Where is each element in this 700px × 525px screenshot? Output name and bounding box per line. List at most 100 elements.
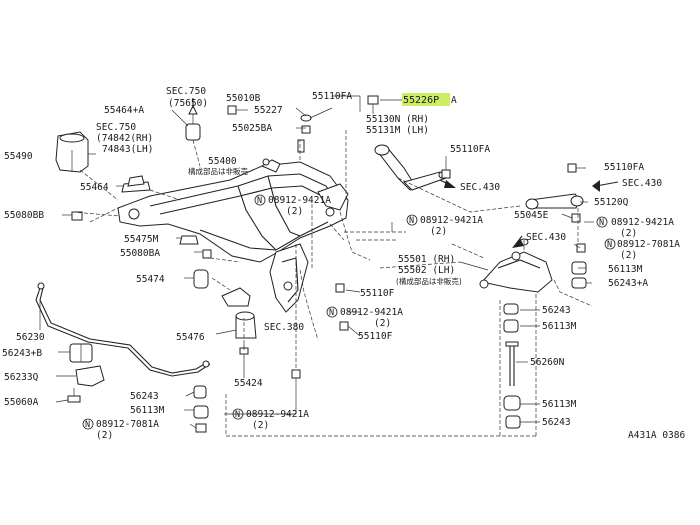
label-55476[interactable]: 55476 — [176, 332, 205, 343]
bushing-56243-stack[interactable] — [503, 303, 519, 315]
n-symbol-b1 — [82, 418, 94, 430]
label-55080bb[interactable]: 55080BB — [4, 210, 44, 221]
label-55110fa-right[interactable]: 55110FA — [604, 162, 644, 173]
dashed-lines — [71, 130, 593, 437]
bushing-56243-bottom[interactable] — [193, 385, 207, 399]
label-56233q[interactable]: 56233Q — [4, 372, 39, 383]
label-55226p[interactable]: 55226P — [403, 95, 439, 106]
diagram-code: A431A 0386 — [628, 430, 685, 441]
bushing-56113m-bottom[interactable] — [193, 405, 209, 419]
nut-55080bb[interactable] — [71, 211, 83, 221]
label-55110f-b[interactable]: 55110F — [358, 331, 393, 342]
label-55110fa-top[interactable]: 55110FA — [312, 91, 352, 102]
label-55131m[interactable]: 55131M (LH) — [366, 125, 429, 136]
bushing-56113m-r3[interactable] — [503, 395, 521, 411]
arrow-sec430-b — [592, 180, 619, 192]
label-55110fa-mid[interactable]: 55110FA — [450, 144, 490, 155]
subframe-55400[interactable] — [117, 158, 349, 313]
n-letter-c: N — [409, 216, 414, 226]
label-sec430-a[interactable]: SEC.430 — [460, 182, 500, 193]
label-55424[interactable]: 55424 — [234, 378, 263, 389]
label-55464[interactable]: 55464 — [80, 182, 109, 193]
label-08912-9421a-m[interactable]: 08912-9421A — [268, 195, 331, 206]
label-sec750-b[interactable]: SEC.750 — [96, 122, 136, 133]
lower-arm-55501[interactable] — [479, 238, 553, 293]
n-letter-m: N — [257, 196, 262, 206]
label-55227[interactable]: 55227 — [254, 105, 283, 116]
label-55130n[interactable]: 55130N (RH) — [366, 114, 429, 125]
label-55045e[interactable]: 55045E — [514, 210, 549, 221]
label-56113m-r2[interactable]: 56113M — [542, 321, 577, 332]
label-56243-r[interactable]: 56243 — [542, 305, 571, 316]
bolt-55060a[interactable] — [67, 388, 81, 403]
bolt-55110fa-mid[interactable] — [441, 169, 451, 179]
label-sec380[interactable]: SEC.380 — [264, 322, 304, 333]
label-56230[interactable]: 56230 — [16, 332, 45, 343]
n-symbol-r1 — [596, 216, 608, 228]
bushing-56113m-stack[interactable] — [503, 319, 519, 333]
label-08912-9421a-c[interactable]: 08912-9421A — [420, 215, 483, 226]
leader-lines — [39, 95, 594, 429]
bushing-55476[interactable] — [235, 311, 257, 339]
label-08912-7081a-r[interactable]: 08912-7081A — [617, 239, 680, 250]
label-56113m-r1[interactable]: 56113M — [608, 264, 643, 275]
label-08912-9421a-b[interactable]: 08912-9421A — [246, 409, 309, 420]
n-letter-l: N — [329, 308, 334, 318]
label-55060a[interactable]: 55060A — [4, 397, 39, 408]
n-symbol-b2 — [232, 408, 244, 420]
label-56260n[interactable]: 56260N — [530, 357, 565, 368]
label-55464a[interactable]: 55464+A — [104, 105, 144, 116]
label-56243b[interactable]: 56243+B — [2, 348, 42, 359]
label-08912-9421a-r[interactable]: 08912-9421A — [611, 217, 674, 228]
nut-55080ba[interactable] — [202, 249, 212, 259]
label-56243-r3[interactable]: 56243 — [542, 417, 571, 428]
label-55400[interactable]: 55400 — [208, 156, 237, 167]
label-55080ba[interactable]: 55080BA — [120, 248, 160, 259]
stabilizer-bar-56230[interactable] — [35, 282, 211, 377]
link-56260n[interactable] — [505, 341, 519, 386]
label-sec750-a[interactable]: SEC.750 — [166, 86, 206, 97]
bolt-55110fa-right[interactable] — [567, 163, 577, 173]
label-55110f-a[interactable]: 55110F — [360, 288, 395, 299]
label-sec430-b[interactable]: SEC.430 — [622, 178, 662, 189]
clamp-56233q[interactable] — [75, 365, 105, 387]
nut-55475m[interactable] — [179, 235, 199, 245]
label-55502[interactable]: 55502 (LH) — [398, 265, 455, 276]
mount-55464[interactable] — [121, 175, 151, 193]
n-letter-r2: N — [607, 240, 612, 250]
label-56243a[interactable]: 56243+A — [608, 278, 648, 289]
label-55475m[interactable]: 55475M — [124, 234, 159, 245]
label-08912-7081a-b[interactable]: 08912-7081A — [96, 419, 159, 430]
label-sec430-c[interactable]: SEC.430 — [526, 232, 566, 243]
label-55025ba[interactable]: 55025BA — [232, 123, 272, 134]
label-55490[interactable]: 55490 — [4, 151, 33, 162]
highlight-55226p — [402, 93, 450, 106]
bolt-55226p[interactable] — [367, 95, 379, 114]
bushing-56243b[interactable] — [69, 343, 93, 363]
washer-55227[interactable] — [300, 114, 312, 122]
nut-n08912-7081a-r[interactable] — [576, 243, 586, 253]
bracket-sec380[interactable] — [221, 287, 251, 307]
nut-55045e[interactable] — [571, 213, 581, 223]
label-55501[interactable]: 55501 (RH) — [398, 254, 455, 265]
mount-55490[interactable] — [55, 131, 89, 173]
arm-55120q[interactable] — [525, 193, 584, 210]
label-55474[interactable]: 55474 — [136, 274, 165, 285]
bushing-55474[interactable] — [193, 269, 209, 289]
label-55120q[interactable]: 55120Q — [594, 197, 629, 208]
bolt-55010b[interactable] — [227, 105, 237, 115]
bolt-08912-9421a-bottom[interactable] — [291, 369, 301, 379]
nut-55025ba[interactable] — [297, 125, 311, 153]
bushing-55464a[interactable] — [185, 104, 201, 141]
bushing-56243-r3[interactable] — [505, 415, 521, 429]
bushing-56243a[interactable] — [571, 277, 587, 289]
label-08912-9421a-l[interactable]: 08912-9421A — [340, 307, 403, 318]
label-56243-b[interactable]: 56243 — [130, 391, 159, 402]
label-56113m-r3[interactable]: 56113M — [542, 399, 577, 410]
nut-08912-7081a-bottom[interactable] — [195, 423, 207, 433]
upper-arm-55130n[interactable] — [374, 144, 447, 191]
label-56113m-b[interactable]: 56113M — [130, 405, 165, 416]
label-55010b[interactable]: 55010B — [226, 93, 261, 104]
label-jp-note: 構成部品は非販売 — [188, 166, 248, 176]
